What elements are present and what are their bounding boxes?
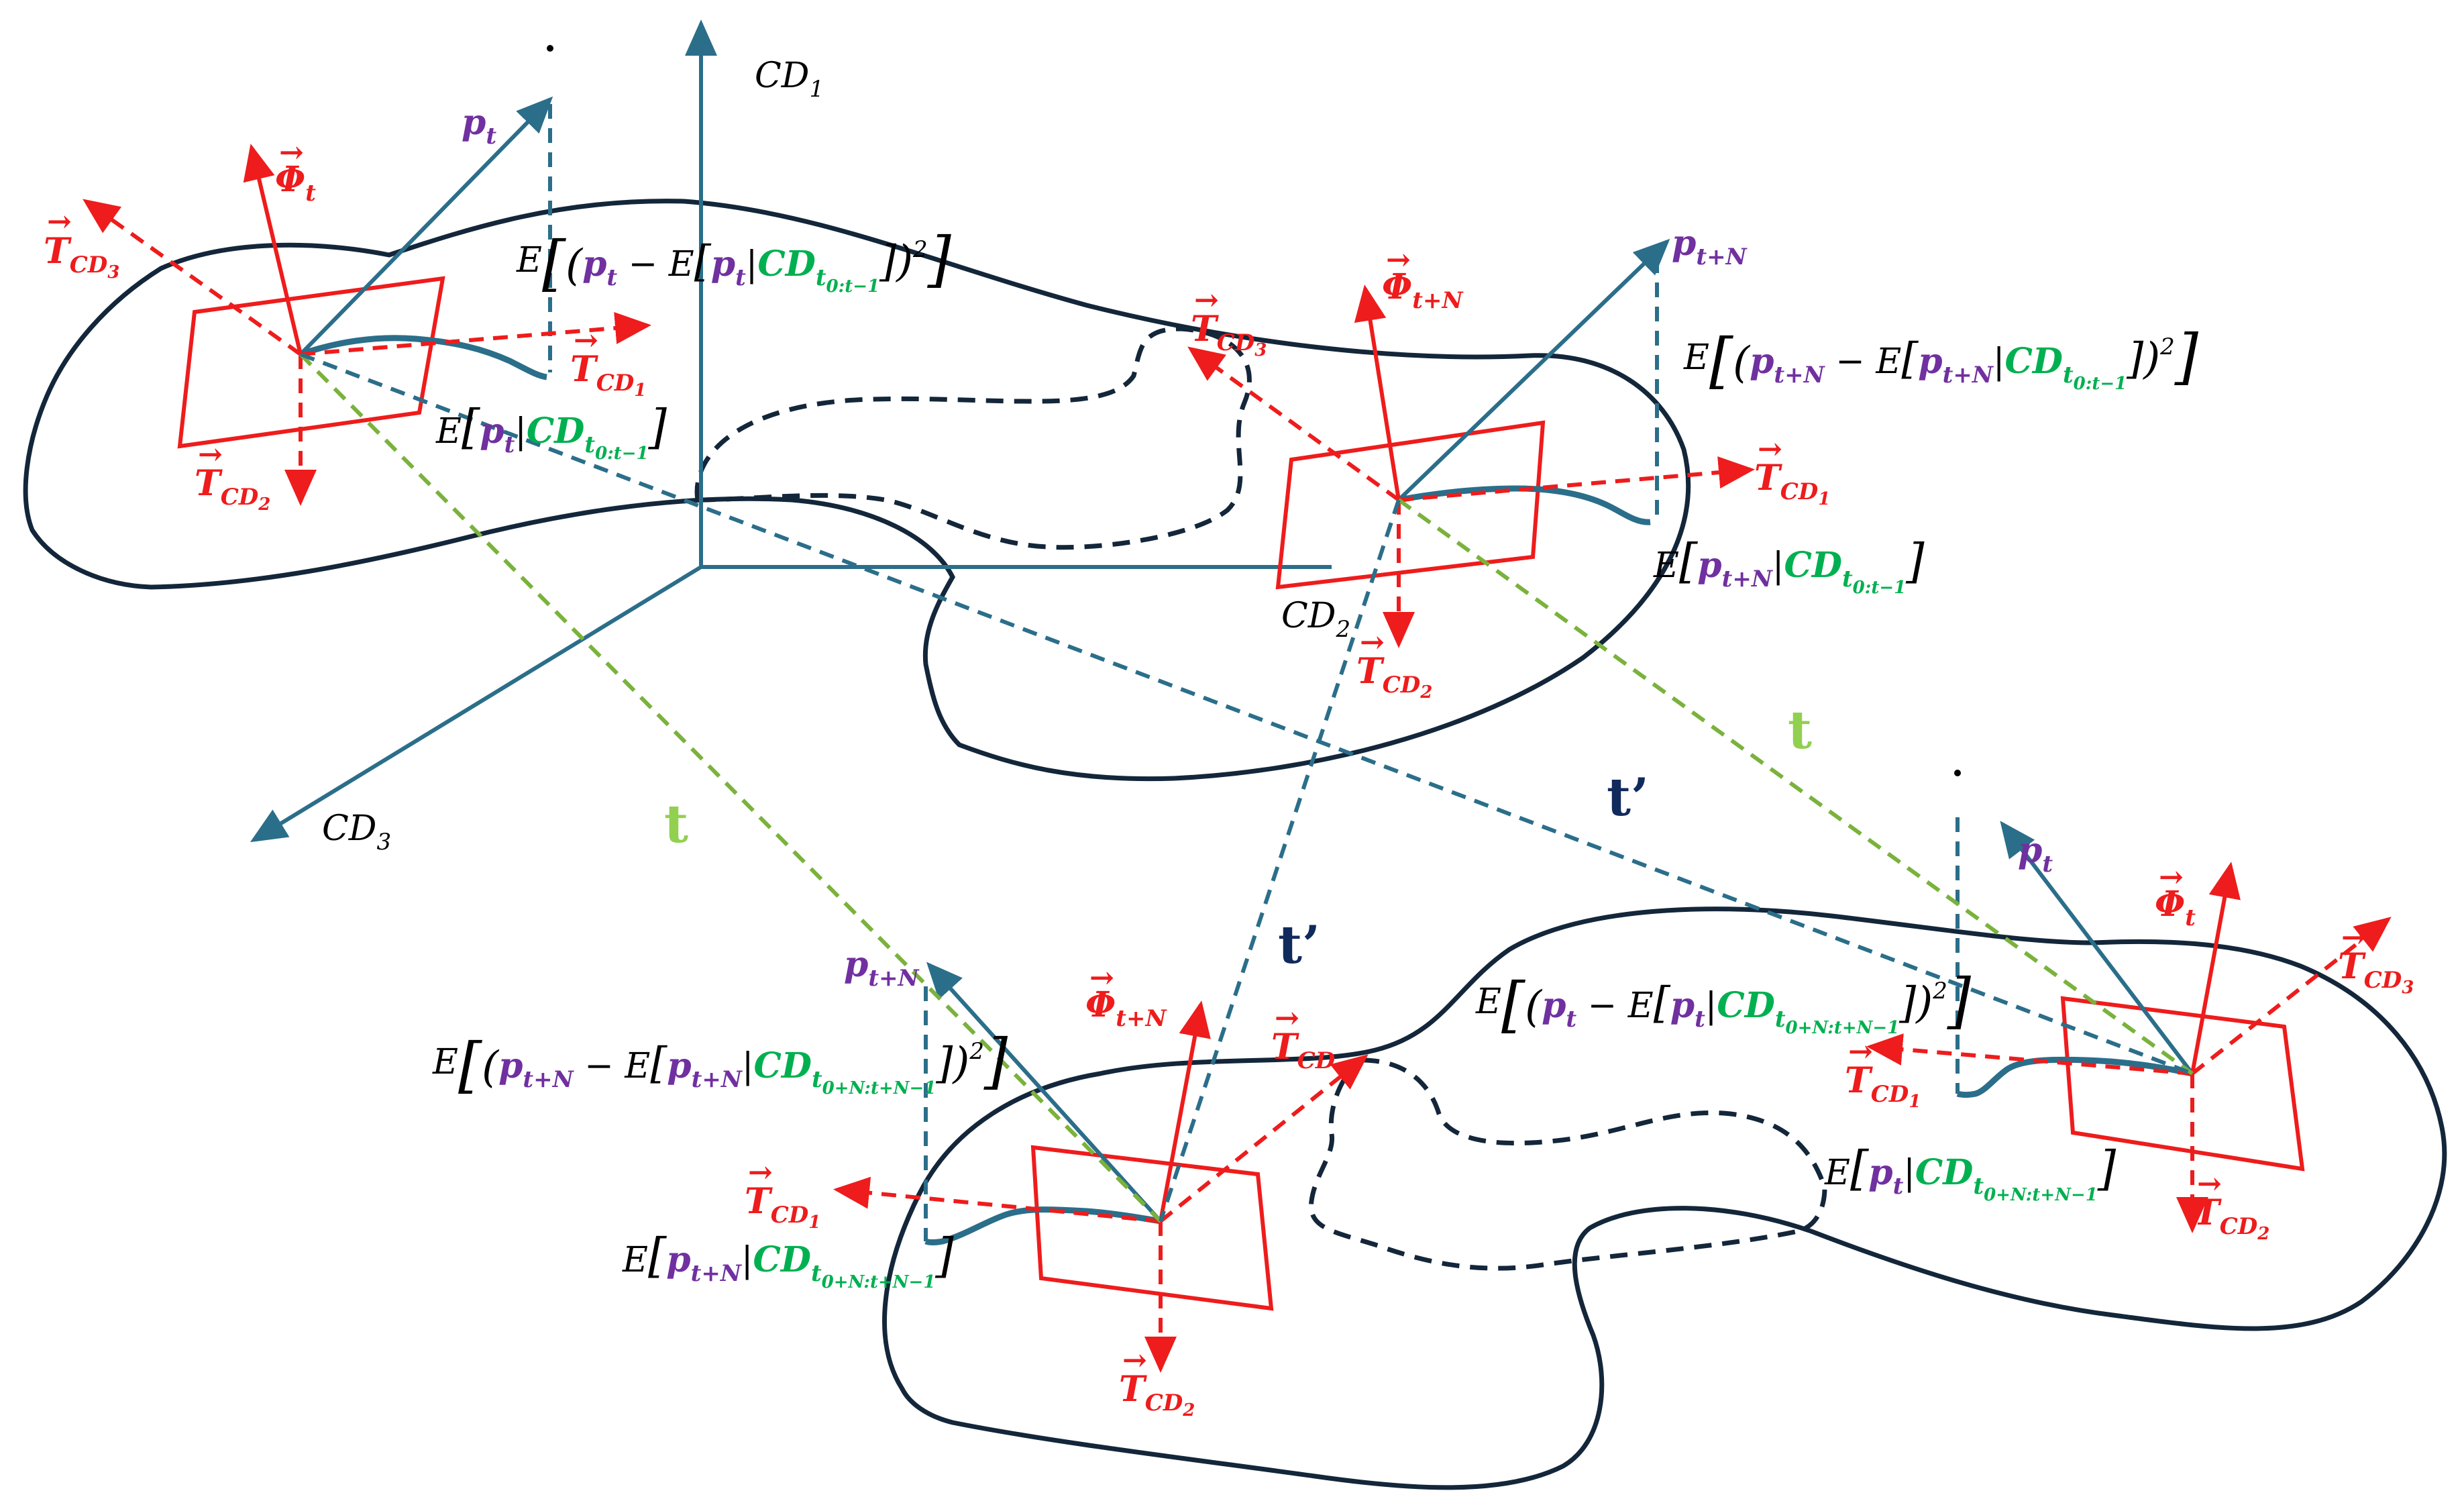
svg-text:TCD3: TCD3 — [44, 231, 119, 282]
axis-cd2-label: CD2 — [1281, 596, 1350, 643]
svg-text:TCD1: TCD1 — [570, 349, 646, 401]
svg-text:TCD3: TCD3 — [1191, 309, 1267, 360]
connector-blue-tprime — [299, 352, 2194, 1222]
frame-bottom-left — [833, 962, 1369, 1373]
svg-text:→: → — [2159, 860, 2184, 894]
svg-text:pt: pt — [2018, 830, 2053, 878]
svg-text:pt+N: pt+N — [844, 944, 920, 992]
svg-text:→: → — [1848, 1035, 1873, 1069]
lower-inner-dashed-region — [1309, 1057, 1827, 1271]
lower-manifold-outline — [882, 907, 2447, 1490]
labels-bottom-right: Φt → TCD3 → TCD1 → TCD2 → pt E[(pt − E[p… — [1475, 830, 2414, 1244]
svg-text:E[pt+N|CDt0:t−1]: E[pt+N|CDt0:t−1] — [1653, 533, 1925, 598]
dot-right — [1954, 770, 1961, 776]
svg-text:→: → — [1089, 961, 1114, 995]
svg-text:E[(pt − E[pt|CDt0:t−1])2]: E[(pt − E[pt|CDt0:t−1])2] — [516, 224, 952, 299]
frame-bottom-right — [1866, 817, 2392, 1233]
svg-text:Φt+N: Φt+N — [1085, 984, 1167, 1032]
svg-text:TCD1: TCD1 — [1754, 458, 1830, 509]
svg-text:E[(pt+N − E[pt+N|CDt0:t−1])2]: E[(pt+N − E[pt+N|CDt0:t−1])2] — [1683, 321, 2199, 396]
svg-text:→: → — [1758, 432, 1782, 466]
connector-green-t — [299, 352, 2194, 1223]
axis-cd1-label: CD1 — [755, 56, 824, 103]
frame-top-left — [83, 96, 651, 506]
svg-text:→: → — [1122, 1343, 1147, 1378]
svg-text:E[(pt − E[pt|CDt0+N:t+N−1])2]: E[(pt − E[pt|CDt0+N:t+N−1])2] — [1475, 966, 1972, 1040]
frame-top-right — [1187, 238, 1755, 648]
svg-text:E[pt+N|CDt0+N:t+N−1]: E[pt+N|CDt0+N:t+N−1] — [622, 1228, 954, 1292]
svg-text:→: → — [1194, 283, 1219, 317]
svg-text:pt+N: pt+N — [1672, 223, 1748, 270]
coordinate-axes — [250, 19, 1332, 843]
svg-text:E[pt|CDt0+N:t+N−1]: E[pt|CDt0+N:t+N−1] — [1824, 1141, 2117, 1205]
svg-text:→: → — [1360, 625, 1385, 660]
svg-text:→: → — [1386, 243, 1411, 277]
upper-manifold-outline — [23, 199, 1691, 782]
labels-top-right: Φt+N → TCD3 → TCD1 → TCD2 → pt+N E[(pt+N… — [1191, 223, 2199, 703]
svg-text:→: → — [2341, 921, 2366, 955]
svg-text:TCD: TCD — [1271, 1027, 1336, 1074]
svg-text:→: → — [198, 437, 223, 472]
marker-t-right: t — [1788, 700, 1812, 761]
svg-text:TCD2: TCD2 — [1356, 651, 1432, 703]
svg-text:pt: pt — [462, 102, 496, 150]
svg-text:→: → — [574, 323, 598, 358]
svg-text:→: → — [47, 205, 72, 239]
upper-inner-dashed-region — [694, 326, 1252, 550]
svg-text:TCD2: TCD2 — [1119, 1369, 1195, 1420]
dot-top — [547, 45, 553, 52]
svg-text:TCD3: TCD3 — [2338, 946, 2414, 998]
svg-text:Φt: Φt — [275, 159, 316, 207]
axis-cd3-label: CD3 — [322, 809, 391, 856]
svg-text:TCD1: TCD1 — [1845, 1060, 1921, 1112]
svg-text:Φt+N: Φt+N — [1382, 266, 1464, 314]
svg-text:TCD2: TCD2 — [195, 463, 270, 515]
svg-text:→: → — [279, 136, 304, 170]
svg-text:TCD2: TCD2 — [2194, 1192, 2269, 1244]
svg-text:TCD1: TCD1 — [745, 1181, 820, 1233]
svg-text:E[(pt+N − E[pt+N|CDt0+N:t+N−1]: E[(pt+N − E[pt+N|CDt0+N:t+N−1])2] — [432, 1026, 1008, 1100]
marker-t-left: t — [664, 794, 688, 855]
svg-text:Φt: Φt — [2155, 884, 2196, 931]
svg-text:→: → — [2197, 1167, 2222, 1201]
marker-tprime-center: t’ — [1607, 767, 1649, 828]
svg-text:E[pt|CDt0:t−1]: E[pt|CDt0:t−1] — [435, 399, 667, 464]
svg-text:→: → — [748, 1155, 773, 1190]
marker-tprime-lower: t’ — [1278, 915, 1320, 976]
svg-text:→: → — [1275, 1001, 1299, 1035]
labels-bottom-left: Φt+N → TCD → TCD1 → TCD2 → pt+N E[(pt+N … — [432, 944, 1336, 1420]
labels-top-left: Φt → TCD3 → TCD1 → TCD2 → pt E[(pt − E[p… — [44, 102, 952, 515]
